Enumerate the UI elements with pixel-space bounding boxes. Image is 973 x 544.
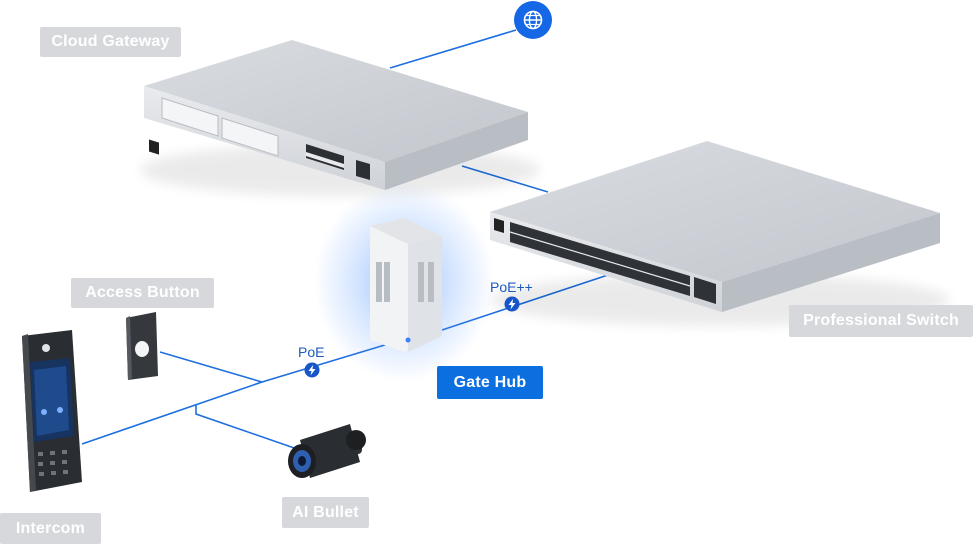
access-button-label: Access Button xyxy=(71,278,214,308)
cloud-gateway-device xyxy=(140,40,540,196)
globe-icon xyxy=(514,1,552,39)
bolt-icon xyxy=(504,296,520,312)
link-hub-intercom xyxy=(81,381,263,445)
poe-link-label: PoE xyxy=(298,344,325,360)
poe-plus-link-label: PoE++ xyxy=(490,279,533,295)
access-button-device xyxy=(126,312,158,380)
link-internet-gateway xyxy=(389,29,517,69)
ai-bullet-camera xyxy=(288,424,366,478)
ai-bullet-label: AI Bullet xyxy=(282,497,369,528)
professional-switch-label: Professional Switch xyxy=(789,305,973,337)
gate-hub-label[interactable]: Gate Hub xyxy=(437,366,543,399)
intercom-device xyxy=(22,330,82,492)
professional-switch-device xyxy=(490,141,950,326)
link-hub-ai-bullet xyxy=(195,404,301,451)
bolt-icon xyxy=(304,362,320,378)
cloud-gateway-label: Cloud Gateway xyxy=(40,27,181,57)
gate-hub-device xyxy=(314,182,494,382)
intercom-label: Intercom xyxy=(0,513,101,544)
